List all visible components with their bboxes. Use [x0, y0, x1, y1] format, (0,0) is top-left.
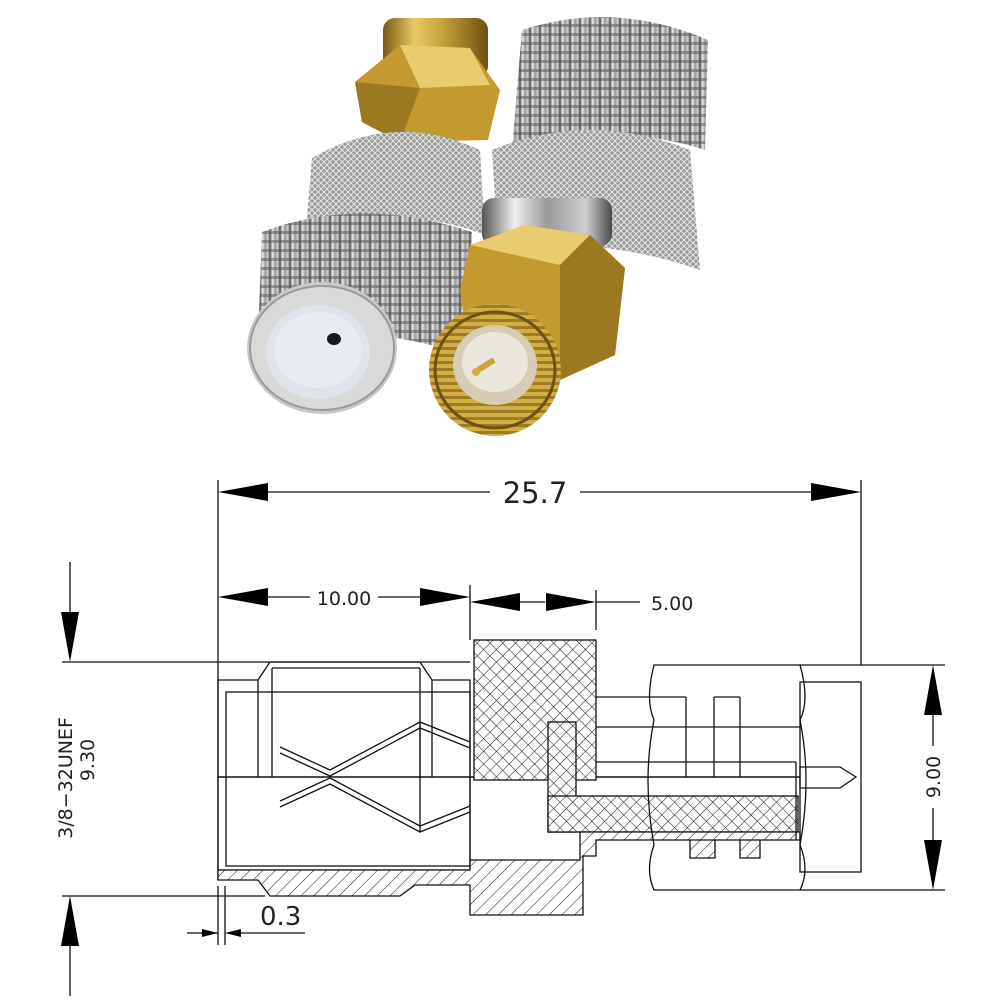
left-adapter	[247, 18, 500, 414]
dim-knurl-length: 5.00	[651, 593, 693, 615]
dimension-step: 0.3	[187, 886, 305, 945]
right-adapter	[429, 17, 708, 436]
dim-thread-diameter: 9.30	[77, 739, 99, 781]
dimension-knurl: 5.00	[470, 593, 693, 615]
dielectric-section	[547, 795, 799, 833]
dim-hex-width: 9.00	[923, 756, 945, 798]
body-section	[217, 831, 801, 916]
dimension-f-section: 10.00	[218, 588, 470, 610]
dim-thread-spec: 3/8−32UNEF	[55, 717, 77, 839]
dim-overall-length: 25.7	[503, 476, 568, 510]
dim-f-section-length: 10.00	[317, 588, 371, 610]
dimension-thread: 3/8−32UNEF 9.30	[55, 562, 99, 996]
dimension-overall: 25.7	[218, 476, 861, 510]
dim-step-offset: 0.3	[260, 902, 301, 932]
knurl-section	[473, 639, 597, 781]
dimension-hex: 9.00	[923, 665, 945, 890]
